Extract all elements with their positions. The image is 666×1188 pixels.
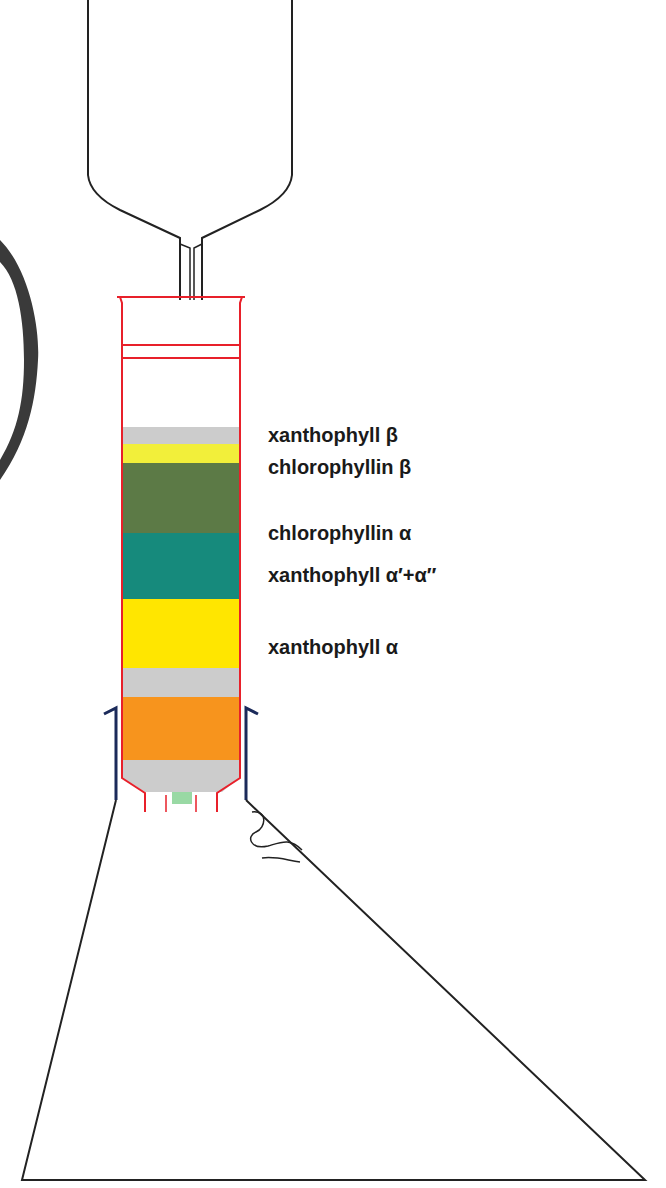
band-label: chlorophyllin β	[268, 456, 411, 478]
wire	[262, 857, 300, 862]
receiving-flask	[22, 800, 645, 1180]
dark-arc	[0, 240, 38, 480]
band-label: xanthophyll α′+α″	[268, 564, 436, 586]
column-tube	[117, 297, 245, 812]
band-label: xanthophyll β	[268, 424, 398, 446]
column-bands	[123, 427, 239, 804]
wire	[251, 812, 302, 850]
stopper-clamp	[104, 708, 258, 800]
column-tip	[166, 795, 196, 812]
band-label: chlorophyllin α	[268, 522, 411, 544]
funnel-neck	[180, 244, 202, 300]
reservoir-funnel	[88, 0, 292, 300]
band-label: xanthophyll α	[268, 636, 398, 658]
